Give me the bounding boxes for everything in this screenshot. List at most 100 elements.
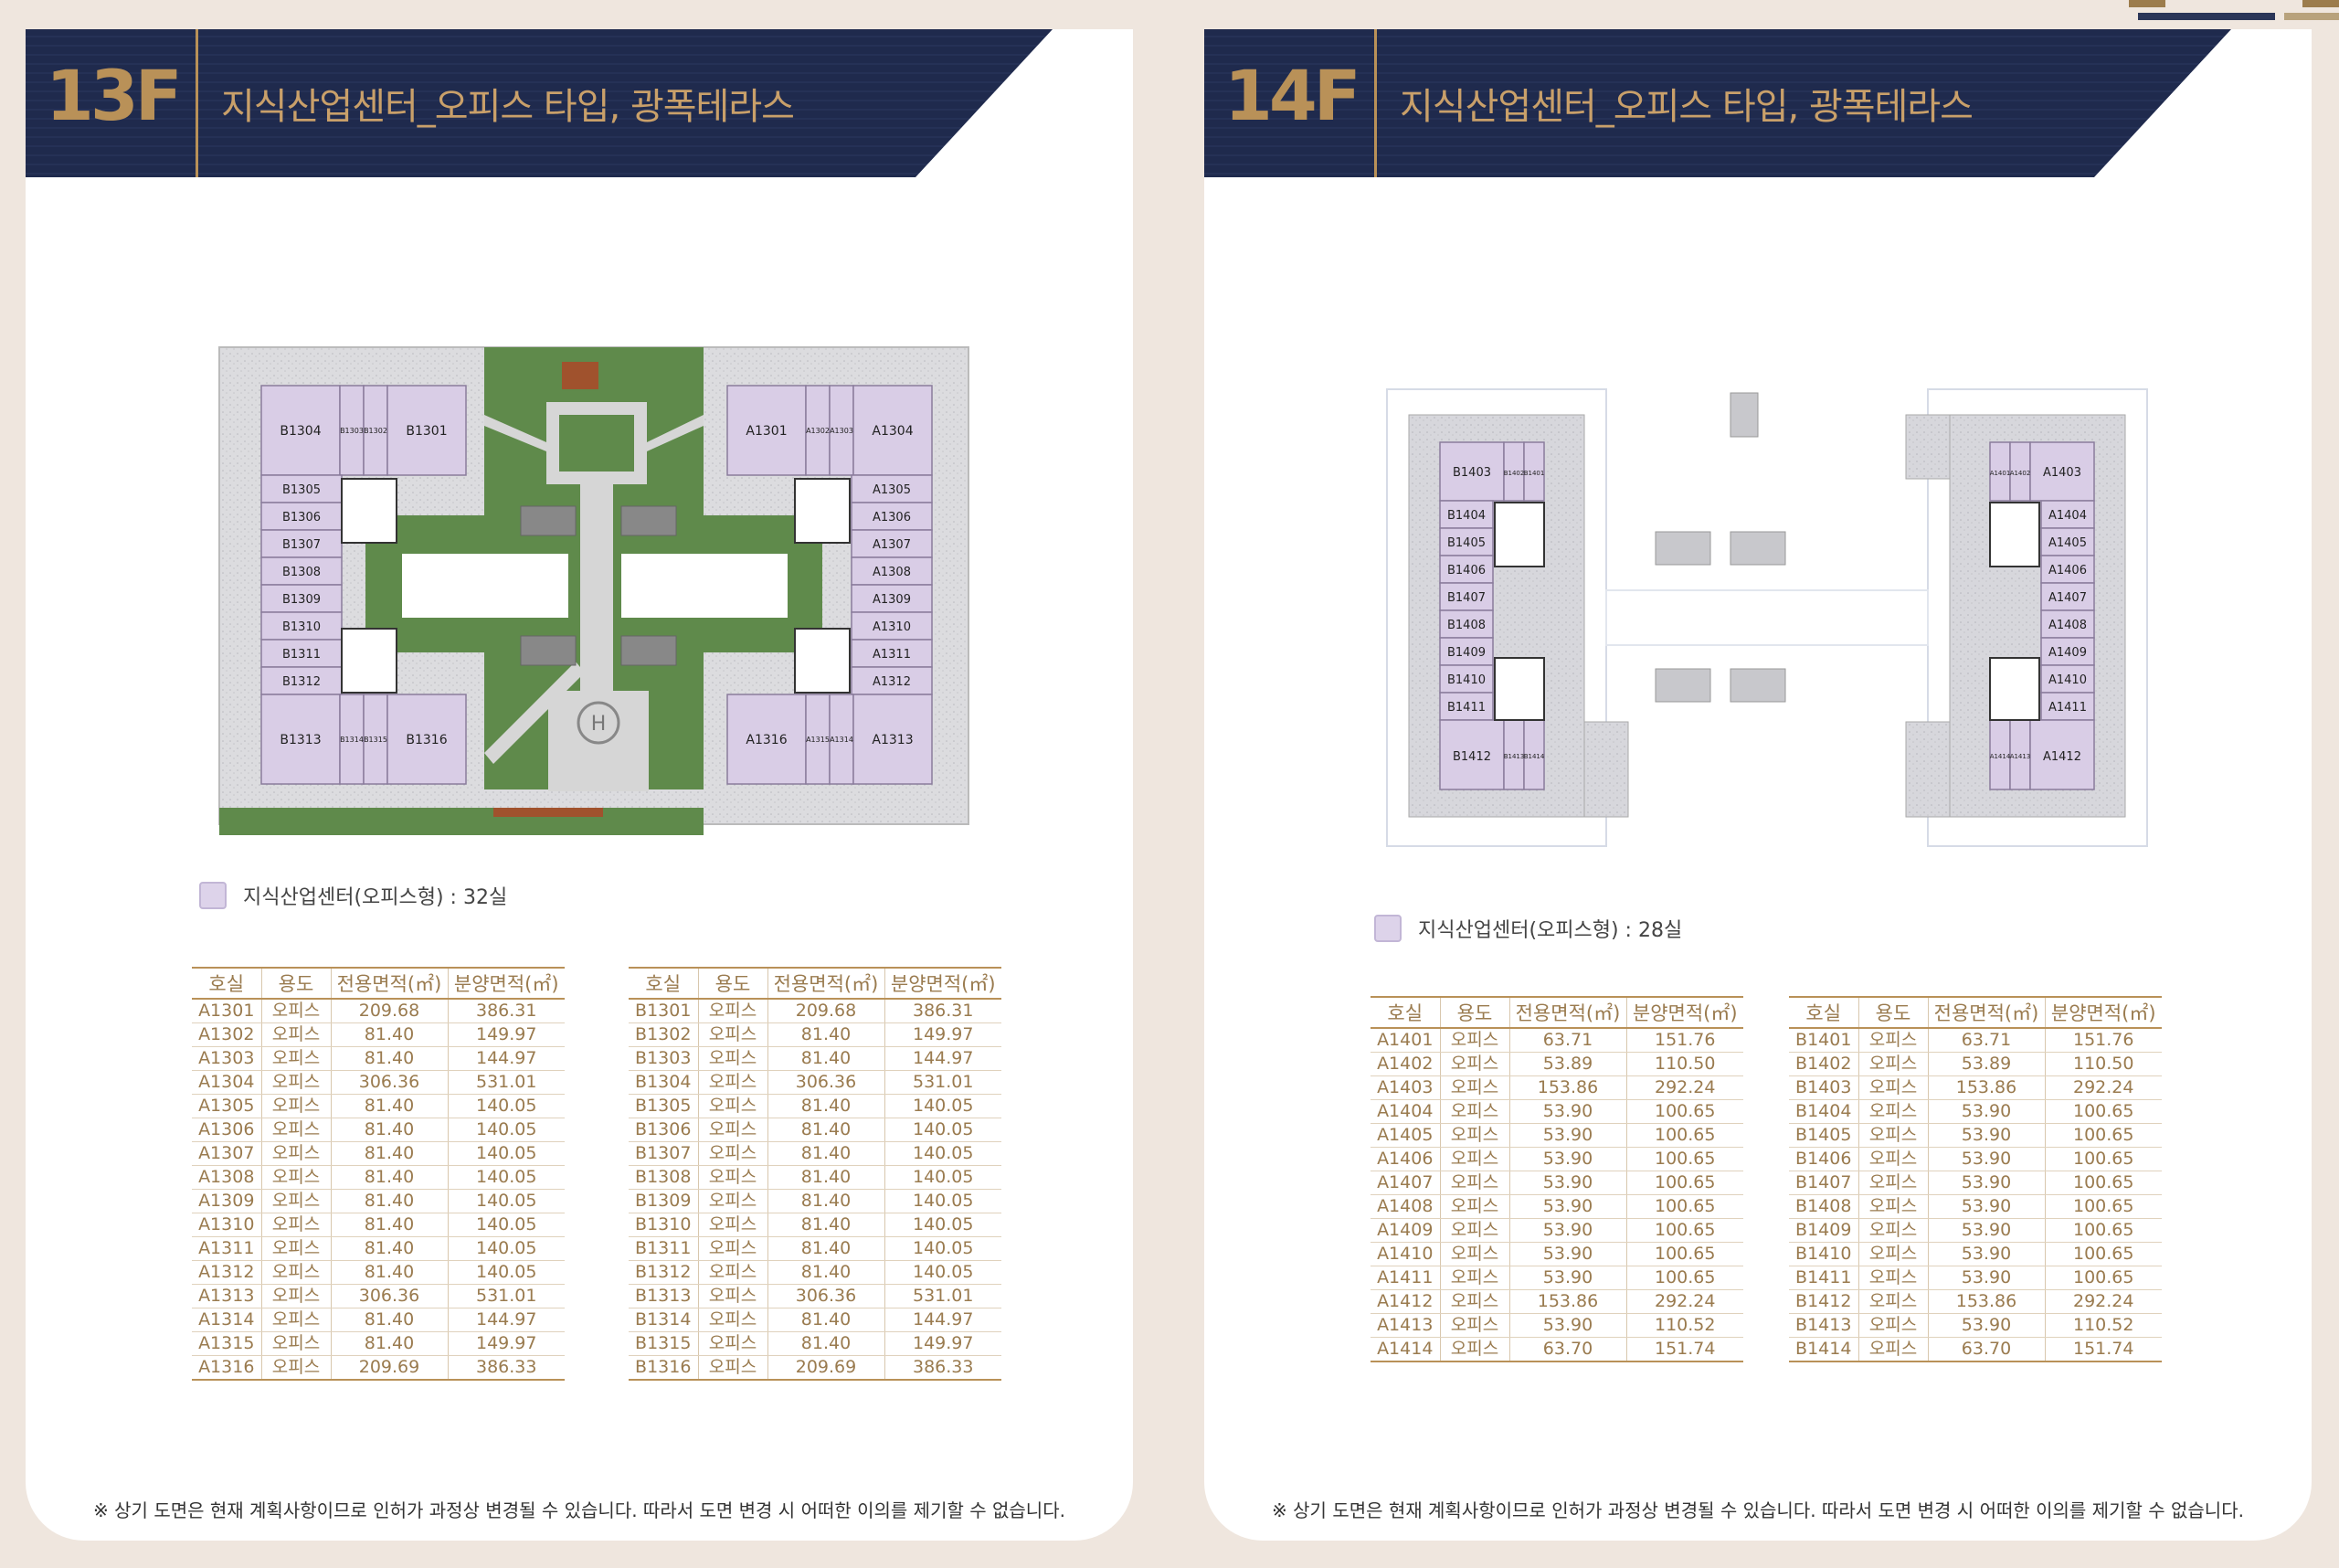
exclusive-area: 81.40 [330, 1260, 448, 1285]
col-header: 용도 [1439, 996, 1509, 1029]
exclusive-area: 53.90 [1508, 1313, 1626, 1338]
footnote: ※ 상기 도면은 현재 계획사항이므로 인허가 과정상 변경될 수 있습니다. … [1272, 1499, 2244, 1521]
exclusive-area: 306.36 [330, 1070, 448, 1095]
floor-label: 13F [46, 55, 183, 136]
unit-use: 오피스 [697, 1331, 767, 1356]
unit-use: 오피스 [260, 1118, 331, 1142]
exclusive-area: 81.40 [330, 1165, 448, 1190]
room-label: A1406 [2048, 564, 2087, 577]
col-header: 전용면적(㎡) [1508, 996, 1626, 1029]
room-label: A1306 [873, 511, 911, 524]
room-label: A1315 [806, 736, 830, 744]
sale-area: 110.52 [2044, 1313, 2162, 1338]
exclusive-area: 153.86 [1508, 1075, 1626, 1100]
col-header: 전용면적(㎡) [767, 967, 884, 1000]
exclusive-area: 63.70 [1927, 1337, 2045, 1362]
sale-area: 386.33 [884, 1355, 1001, 1381]
unit-number: B1409 [1789, 1218, 1858, 1243]
col-header: 호실 [1789, 996, 1858, 1029]
room-label: A1303 [830, 427, 853, 435]
exclusive-area: 53.90 [1508, 1099, 1626, 1124]
exclusive-area: 81.40 [330, 1118, 448, 1142]
page-banner: 14F 지식산업센터_오피스 타입, 광폭테라스 [1204, 29, 2231, 177]
room-label: B1310 [282, 620, 321, 634]
sale-area: 140.05 [447, 1165, 565, 1190]
room-label: A1411 [2048, 701, 2087, 715]
room-label: B1301 [406, 424, 447, 439]
sale-area: 100.65 [1625, 1147, 1743, 1171]
col-header: 용도 [697, 967, 767, 1000]
room-label: B1312 [282, 675, 321, 689]
unit-use: 오피스 [1857, 1313, 1928, 1338]
unit-number: B1316 [629, 1355, 698, 1381]
unit-use: 오피스 [1439, 1194, 1509, 1219]
unit-number: B1310 [629, 1213, 698, 1237]
sale-area: 100.65 [1625, 1242, 1743, 1266]
room-label: B1413 [1504, 753, 1525, 760]
corner-decoration [2101, 0, 2339, 24]
unit-use: 오피스 [1439, 1099, 1509, 1124]
unit-number: B1405 [1789, 1123, 1858, 1148]
exclusive-area: 53.90 [1508, 1266, 1626, 1290]
exclusive-area: 209.68 [330, 999, 448, 1023]
unit-use: 오피스 [260, 1022, 331, 1047]
room-label: B1304 [280, 424, 321, 439]
unit-use: 오피스 [697, 1070, 767, 1095]
col-header: 용도 [260, 967, 331, 1000]
floor-label: 14F [1224, 55, 1361, 136]
unit-use: 오피스 [260, 999, 331, 1023]
unit-use: 오피스 [697, 1260, 767, 1285]
sale-area: 100.65 [2044, 1147, 2162, 1171]
room-label: A1310 [873, 620, 911, 634]
unit-number: B1313 [629, 1284, 698, 1308]
unit-number: A1313 [192, 1284, 261, 1308]
unit-number: B1408 [1789, 1194, 1858, 1219]
unit-number: A1414 [1371, 1337, 1440, 1362]
unit-number: B1307 [629, 1141, 698, 1166]
exclusive-area: 306.36 [767, 1070, 884, 1095]
unit-use: 오피스 [260, 1141, 331, 1166]
exclusive-area: 63.70 [1508, 1337, 1626, 1362]
sale-area: 100.65 [1625, 1171, 1743, 1195]
exclusive-area: 81.40 [767, 1022, 884, 1047]
sale-area: 140.05 [447, 1236, 565, 1261]
sale-area: 100.65 [1625, 1218, 1743, 1243]
exclusive-area: 81.40 [330, 1213, 448, 1237]
exclusive-area: 53.90 [1508, 1194, 1626, 1219]
sale-area: 151.74 [2044, 1337, 2162, 1362]
unit-use: 오피스 [260, 1236, 331, 1261]
unit-number: A1301 [192, 999, 261, 1023]
room-label: A1305 [873, 483, 911, 497]
exclusive-area: 53.90 [1927, 1266, 2045, 1290]
unit-number: B1314 [629, 1308, 698, 1332]
col-header: 호실 [192, 967, 261, 1000]
sale-area: 110.50 [1625, 1052, 1743, 1076]
sale-area: 100.65 [2044, 1218, 2162, 1243]
sale-area: 100.65 [2044, 1242, 2162, 1266]
room-label: B1316 [406, 733, 447, 747]
unit-use: 오피스 [1439, 1218, 1509, 1243]
unit-use: 오피스 [1857, 1123, 1928, 1148]
unit-number: A1404 [1371, 1099, 1440, 1124]
exclusive-area: 53.90 [1927, 1171, 2045, 1195]
exclusive-area: 306.36 [767, 1284, 884, 1308]
banner-divider [196, 29, 198, 177]
